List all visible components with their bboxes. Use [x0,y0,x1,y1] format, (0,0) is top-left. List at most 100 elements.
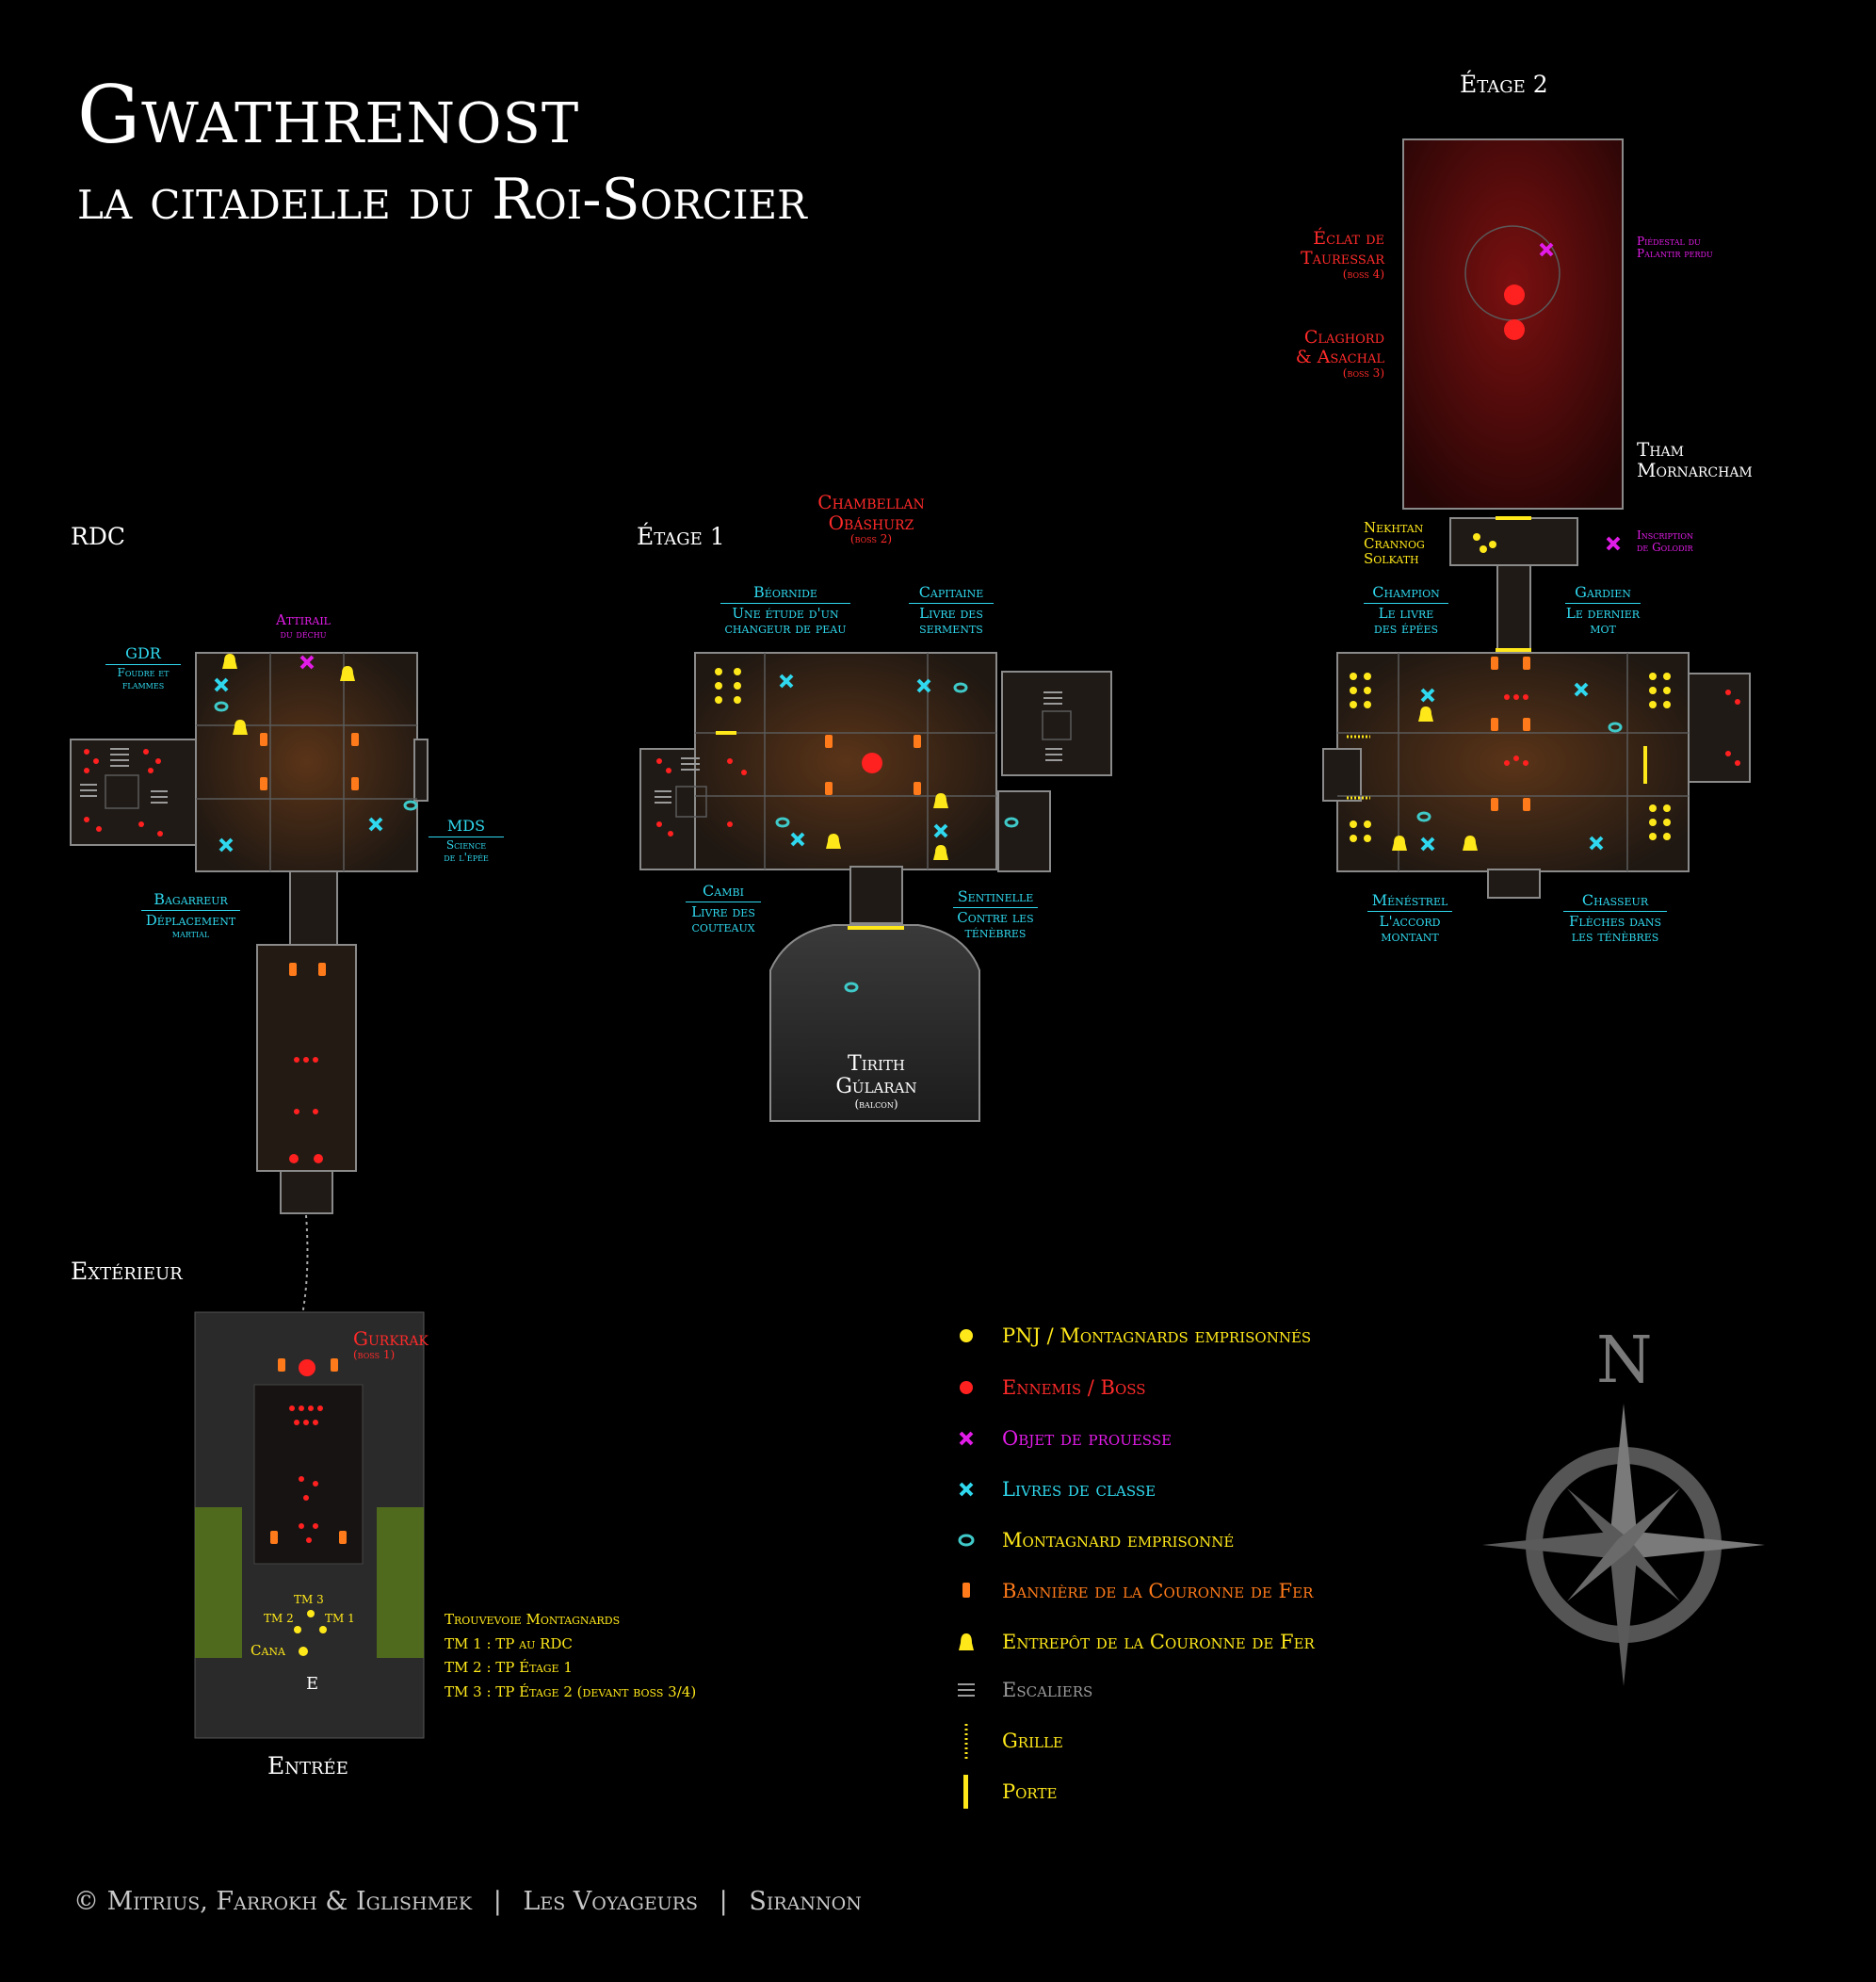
label-chas-sub1: Flèches dans [1568,912,1661,930]
label-nek-1: Nekhtan [1364,519,1424,536]
legend-label-ennemis: Ennemis / Boss [1002,1376,1146,1399]
label-eclat: Éclat de Tauressar (boss 4) [1262,229,1384,281]
legend-row-banniere: Bannière de la Couronne de Fer [1002,1572,1313,1610]
label-eclat-3: (boss 4) [1342,267,1384,281]
etage2-door-bottom [1496,648,1531,652]
label-insc-2: de Golodir [1637,541,1693,555]
compass-north-label: N [1596,1324,1653,1398]
label-champ-sub1: Le livre [1378,604,1434,622]
map-title: Gwathrenost [77,69,580,161]
label-eclat-2: Tauressar [1300,247,1384,268]
label-chambellan: Chambellan Obáshurz (boss 2) [801,492,942,545]
footer-group: Les Voyageurs [523,1887,699,1916]
footer-copyright: © Mitrius, Farrokh & Iglishmek [73,1887,473,1916]
label-mds-sub2: de l'épée [444,850,489,864]
label-beornide: Béornide Une étude d'un changeur de peau [720,584,850,637]
label-champion: Champion Le livre des épées [1364,584,1448,637]
legend-label-grille: Grille [1002,1730,1063,1752]
label-gurkrak: Gurkrak (boss 1) [353,1328,429,1361]
label-men-sub2: montant [1381,928,1439,946]
label-chamb-2: Obáshurz [828,512,914,534]
label-champ-head: Champion [1364,584,1448,604]
label-nek-3: Solkath [1364,550,1419,567]
label-chas-head: Chasseur [1563,892,1667,912]
footer-credits: © Mitrius, Farrokh & Iglishmek | Les Voy… [73,1887,862,1916]
legend-label-livres: Livres de classe [1002,1478,1156,1501]
label-menestrel: Ménéstrel L'accord montant [1367,892,1452,945]
legend-symbols [958,1329,975,1809]
section-etage1: Étage 1 [637,523,725,550]
boss-3-claghord [1504,319,1525,340]
legend-row-grille: Grille [1002,1722,1063,1760]
label-tirith: Tirith Gúlaran (balcon) [817,1052,935,1112]
footer-server: Sirannon [749,1887,862,1916]
label-men-head: Ménéstrel [1367,892,1452,912]
label-sent-head: Sentinelle [953,888,1038,908]
label-mds-head: MDS [429,818,504,837]
footer-sep-1: | [493,1887,502,1916]
legend-label-banniere: Bannière de la Couronne de Fer [1002,1580,1314,1602]
label-attirail-1: Attirail [276,611,331,628]
label-clag-1: Claghord [1303,327,1384,348]
trouvevoie-1: TM 1 : TP au RDC [445,1634,573,1652]
label-clag-3: (boss 3) [1342,366,1384,380]
label-beo-sub2: changeur de peau [724,620,847,638]
legend-label-montagnard: Montagnard emprisonné [1002,1529,1235,1551]
label-tm1: TM 1 [325,1612,355,1625]
label-pied-1: Piédestal du [1637,235,1701,248]
label-bag-sub1: Déplacement [145,911,236,929]
npc-dots [294,533,1671,1656]
legend-row-pnj: PNJ / Montagnards emprisonnés [1002,1317,1311,1355]
label-sent-sub2: ténèbres [964,924,1027,942]
exterieur-map [194,1311,425,1739]
label-inscription: Inscription de Golodir [1637,528,1693,555]
label-mds: MDS Science de l'épée [429,818,504,864]
label-gard-sub2: mot [1590,620,1616,638]
label-gdr-head: GDR [105,645,181,665]
legend-row-livres: Livres de classe [1002,1470,1156,1508]
label-cap-sub2: serments [919,620,983,638]
rdc-inner-walls [105,653,417,871]
trouvevoie-head: Trouvevoie Montagnards [445,1611,621,1628]
trouvevoie-notes: Trouvevoie Montagnards TM 1 : TP au RDC … [445,1608,696,1704]
label-bag-sub2: martial [171,927,210,941]
label-piedestal: Piédestal du Palantir perdu [1637,235,1713,260]
legend-row-escaliers: Escaliers [1002,1671,1092,1709]
boss-2-chambellan [862,753,882,773]
legend-row-montagnard: Montagnard emprisonné [1002,1521,1234,1559]
label-attirail-2: du déchu [280,626,327,641]
section-rdc: RDC [71,523,125,550]
label-attirail: Attirail du déchu [266,612,341,641]
label-gurk-1: Gurkrak [353,1327,429,1350]
label-gdr: GDR Foudre et flammes [105,645,181,691]
legend-label-escaliers: Escaliers [1002,1679,1093,1701]
label-capitaine: Capitaine Livre des serments [909,584,994,637]
label-gard-head: Gardien [1565,584,1641,604]
label-mds-sub1: Science [445,837,487,852]
class-book-markers [214,674,1604,853]
label-sent-sub1: Contre les [957,908,1034,926]
label-nekhtan: Nekhtan Crannog Solkath [1364,520,1425,567]
label-tm2: TM 2 [264,1612,294,1625]
prisoner-ring-markers [214,682,1623,993]
storehouse-markers [222,654,1478,860]
section-exterieur: Extérieur [71,1258,183,1285]
label-cambi-sub2: couteaux [691,918,755,936]
label-bagarreur: Bagarreur Déplacement martial [141,891,240,940]
label-men-sub1: L'accord [1379,912,1441,930]
label-beo-sub1: Une étude d'un [732,604,839,622]
label-tirith-1: Tirith [848,1052,905,1076]
section-etage2: Étage 2 [1460,71,1548,98]
prowess-markers [299,242,1621,670]
label-cap-sub1: Livre des [919,604,983,622]
etage2-door-right [1643,746,1647,784]
compass-rose [1482,1404,1765,1686]
stairs-markers [80,691,1062,804]
label-tham-2: Mornarcham [1637,459,1753,481]
label-chas-sub2: les ténèbres [1571,928,1659,946]
label-chamb-3: (boss 2) [849,532,893,545]
label-clag-2: & Asachal [1295,346,1384,367]
legend-label-prouesse: Objet de prouesse [1002,1427,1172,1450]
label-beo-head: Béornide [720,584,850,604]
